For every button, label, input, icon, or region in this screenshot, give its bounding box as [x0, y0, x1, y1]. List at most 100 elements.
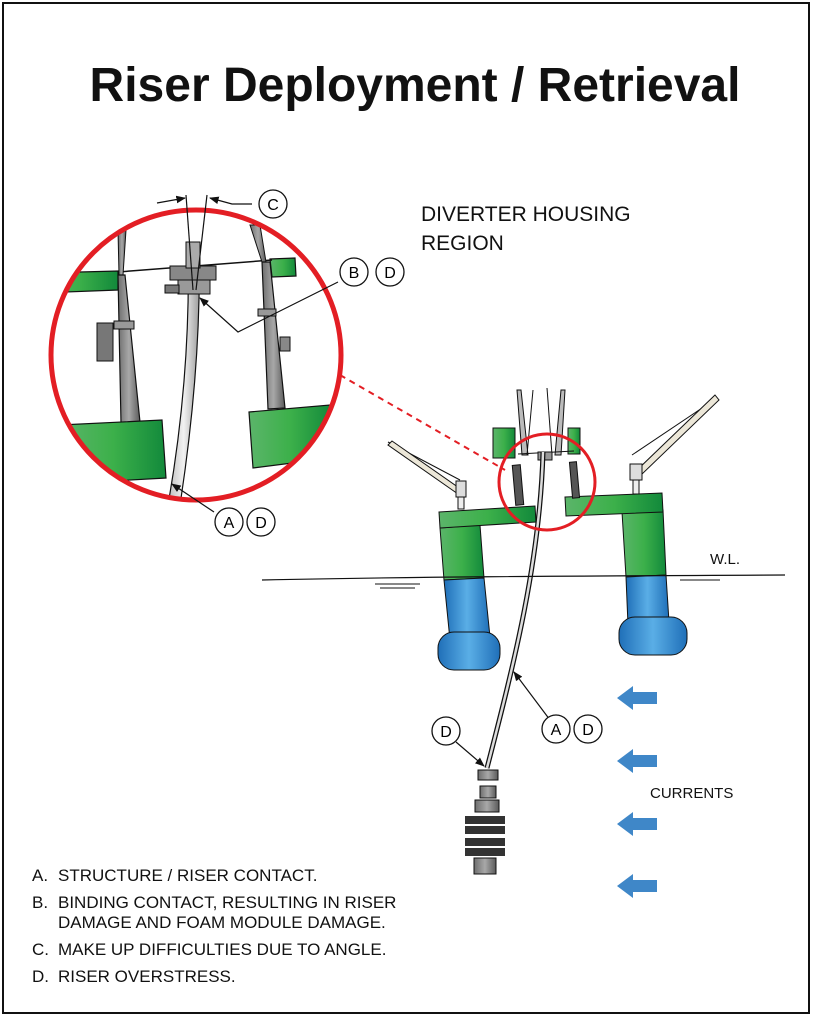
- zoom-detail: [51, 224, 333, 500]
- angle-line-left: [185, 194, 194, 291]
- legend: A. STRUCTURE / RISER CONTACT. B. BINDING…: [32, 866, 448, 994]
- legend-item-b: B. BINDING CONTACT, RESULTING IN RISER D…: [32, 893, 448, 933]
- legend-key: C.: [32, 940, 49, 959]
- pontoon-right: [618, 616, 688, 656]
- bop-ram-2: [465, 826, 505, 834]
- zoom-tensioner-box: [96, 322, 114, 362]
- deck-right: [564, 492, 664, 517]
- derrick-house-left: [492, 427, 516, 459]
- callout-bd-d-label: D: [384, 265, 396, 282]
- bd-leader: [199, 281, 339, 333]
- crane-left-pedestal: [457, 496, 465, 510]
- callout-d-low-label: D: [440, 724, 452, 741]
- callout-bd-d: [375, 257, 405, 287]
- region-label-line2: REGION: [421, 232, 504, 255]
- zoom-housing-flange: [164, 284, 180, 294]
- callout-bd-b-label: B: [349, 265, 360, 282]
- zoom-column-right: [261, 261, 286, 410]
- zoom-riser-joint: [185, 241, 201, 269]
- bop-wellhead-connector: [473, 857, 497, 875]
- zoom-derrick-right: [249, 224, 267, 263]
- legend-text: STRUCTURE / RISER CONTACT.: [58, 866, 318, 885]
- current-arrow: [617, 749, 657, 773]
- derrick-right-line: [546, 387, 553, 456]
- crane-right-cab: [629, 463, 643, 481]
- semisubmersible-vessel: [387, 387, 720, 769]
- crane-right-pedestal: [632, 479, 640, 495]
- pontoon-left: [437, 631, 501, 671]
- crane-left-boom: [387, 440, 463, 495]
- bop-ram-1: [465, 816, 505, 824]
- derrick-left-leg: [516, 389, 529, 456]
- bop-stack: [465, 769, 505, 875]
- zoom-riser: [167, 244, 200, 500]
- tensioner-right: [568, 461, 581, 499]
- callout-ad-top-d-label: D: [255, 515, 267, 532]
- bop-annular: [474, 799, 500, 813]
- diverter-housing-label: DIVERTER HOUSING REGION: [421, 200, 631, 258]
- derrick-left-line: [526, 389, 534, 456]
- zoom-derrick-left: [117, 229, 127, 276]
- currents-label: CURRENTS: [650, 785, 734, 802]
- bop-flex-joint: [477, 769, 499, 781]
- legend-key: B.: [32, 893, 49, 912]
- callout-ad-mid-d: [573, 714, 603, 744]
- page-title: Riser Deployment / Retrieval: [89, 59, 741, 112]
- angle-line-right: [195, 194, 208, 291]
- callout-ad-mid-a: [541, 714, 571, 744]
- derrick-right-leg: [554, 389, 566, 456]
- column-left-below-water: [443, 577, 491, 641]
- callout-d-low: [431, 716, 461, 746]
- zoom-connector-line: [339, 374, 506, 471]
- zoom-hull-right: [248, 404, 333, 469]
- angle-arrow-right: [209, 196, 252, 205]
- legend-text: RISER OVERSTRESS.: [58, 967, 236, 986]
- callouts: C B D A D A D D: [214, 189, 603, 746]
- waterline-label: W.L.: [710, 551, 741, 568]
- callout-c: [258, 189, 288, 219]
- diverter-highlight-circle: [497, 432, 597, 532]
- bop-ram-4: [465, 848, 505, 856]
- bop-ram-3: [465, 838, 505, 846]
- ad-mid-leader: [513, 671, 551, 721]
- zoom-bracket: [279, 336, 291, 352]
- current-arrow: [617, 874, 657, 898]
- angle-arrow-left: [156, 195, 186, 204]
- zoom-deck-right: [269, 257, 297, 278]
- zoom-housing-bottom: [177, 279, 211, 295]
- zoom-deck-left: [51, 270, 119, 294]
- legend-key: A.: [32, 866, 49, 885]
- riser-string: [485, 451, 545, 769]
- callout-ad-top-d: [246, 507, 276, 537]
- legend-item-d: D. RISER OVERSTRESS.: [32, 967, 448, 987]
- region-label-line1: DIVERTER HOUSING: [421, 203, 631, 226]
- crane-right-boom: [634, 394, 720, 477]
- current-arrow: [617, 686, 657, 710]
- callout-ad-top-a: [214, 507, 244, 537]
- callout-c-label: C: [267, 197, 279, 214]
- callout-bd-b: [339, 257, 369, 287]
- legend-key: D.: [32, 967, 49, 986]
- column-right-above-water: [621, 509, 667, 578]
- callout-ad-top-a-label: A: [224, 515, 235, 532]
- legend-item-c: C. MAKE UP DIFFICULTIES DUE TO ANGLE.: [32, 940, 448, 960]
- callout-ad-mid-a-label: A: [551, 722, 562, 739]
- crane-left-cab: [455, 480, 467, 498]
- ad-top-leader: [171, 483, 215, 513]
- waterline: [261, 574, 786, 581]
- zoom-collar-left: [113, 320, 135, 330]
- legend-text: MAKE UP DIFFICULTIES DUE TO ANGLE.: [58, 940, 387, 959]
- d-low-leader: [455, 741, 485, 767]
- current-arrow: [617, 812, 657, 836]
- legend-text: BINDING CONTACT, RESULTING IN RISER DAMA…: [58, 893, 397, 932]
- legend-item-a: A. STRUCTURE / RISER CONTACT.: [32, 866, 448, 886]
- deck-left: [438, 505, 537, 529]
- current-arrows: [617, 686, 657, 898]
- callout-ad-mid-d-label: D: [582, 722, 594, 739]
- tensioner-left: [511, 464, 525, 506]
- column-left-above-water: [439, 524, 485, 581]
- bop-lmrp: [479, 785, 497, 799]
- zoom-column-left: [117, 274, 141, 424]
